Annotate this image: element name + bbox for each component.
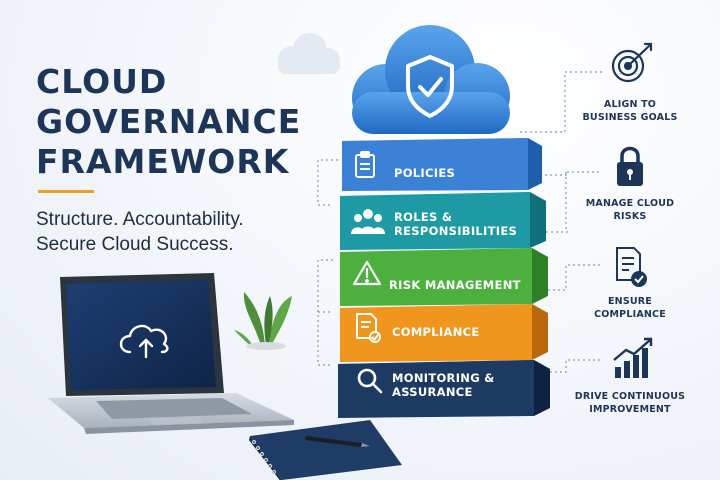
background-cloud-icon [278, 33, 340, 74]
goal-label-line: IMPROVEMENT [589, 404, 671, 415]
layer-label-line: ROLES & [394, 210, 453, 224]
notebook [249, 420, 402, 480]
shield-check-icon [406, 55, 454, 118]
page-title: CLOUD GOVERNANCE FRAMEWORK [36, 62, 336, 182]
layer-label-monitoring: MONITORING & ASSURANCE [392, 371, 495, 399]
document-check-icon [356, 313, 381, 343]
padlock-icon [617, 146, 643, 186]
left-connector-lines [317, 159, 338, 366]
warning-icon [352, 260, 382, 286]
layer-label-line: RESPONSIBILITIES [394, 224, 518, 238]
layer-block-compliance [340, 304, 548, 362]
document-check-icon [616, 247, 647, 287]
right-connector-lines [520, 71, 602, 373]
goal-label-line: ENSURE [607, 296, 652, 307]
goal-label-line: DRIVE CONTINUOUS [574, 391, 686, 402]
goal-label-line: COMPLIANCE [594, 309, 666, 320]
subtitle-line: Secure Cloud Success. [36, 234, 234, 255]
team-icon [351, 209, 385, 234]
goal-label-compliance: ENSURE COMPLIANCE [555, 295, 705, 321]
target-icon [611, 42, 653, 83]
accent-divider [38, 190, 94, 193]
layer-label-risk: RISK MANAGEMENT [389, 278, 521, 292]
subtitle: Structure. Accountability. Secure Cloud … [36, 207, 244, 257]
magnifier-icon [357, 368, 383, 394]
goal-label-line: RISKS [613, 211, 647, 222]
growth-chart-icon [613, 337, 653, 378]
potted-plant [234, 292, 292, 380]
goal-label-align: ALIGN TO BUSINESS GOALS [555, 98, 705, 124]
layer-label-compliance: COMPLIANCE [392, 325, 480, 339]
layer-block-risk [340, 248, 548, 306]
clipboard-icon [355, 151, 375, 178]
layer-block-monitoring [338, 360, 550, 418]
layer-block-roles [340, 192, 546, 250]
goal-label-line: MANAGE CLOUD [585, 198, 675, 209]
layer-label-line: POLICIES [394, 166, 456, 180]
layer-label-line: ASSURANCE [392, 385, 473, 399]
layer-label-policies: POLICIES [394, 166, 455, 180]
layer-label-line: RISK MANAGEMENT [389, 278, 521, 292]
title-line: FRAMEWORK [36, 142, 290, 181]
cloud-upload-icon [119, 324, 169, 359]
layer-label-line: COMPLIANCE [392, 325, 480, 339]
title-line: CLOUD [36, 62, 168, 101]
layer-block-policies [342, 138, 542, 191]
goal-label-risks: MANAGE CLOUD RISKS [555, 197, 705, 223]
goal-label-line: ALIGN TO [603, 99, 657, 110]
layer-label-line: MONITORING & [392, 371, 495, 385]
subtitle-line: Structure. Accountability. [36, 209, 244, 230]
title-line: GOVERNANCE [36, 102, 302, 141]
goal-label-line: BUSINESS GOALS [582, 112, 678, 123]
laptop [48, 273, 294, 434]
layer-label-roles: ROLES & RESPONSIBILITIES [394, 210, 517, 238]
pen [305, 436, 370, 447]
goal-label-improvement: DRIVE CONTINUOUS IMPROVEMENT [555, 390, 705, 416]
